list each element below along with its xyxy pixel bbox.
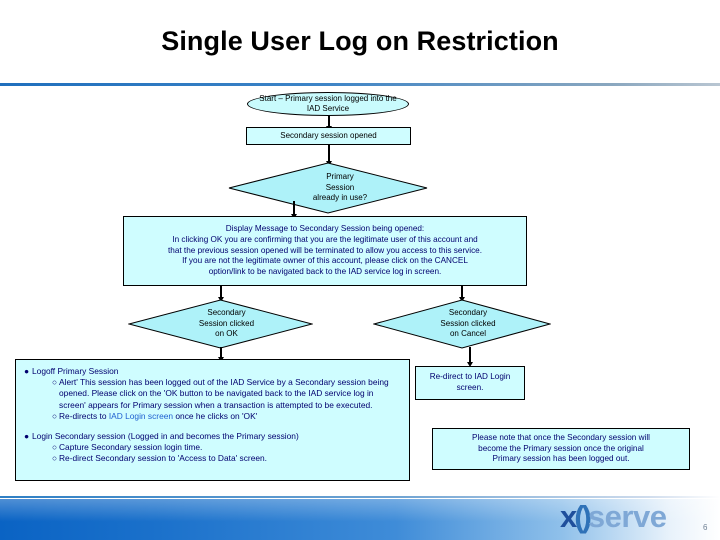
- footer-divider: [0, 496, 720, 498]
- title-divider: [0, 83, 720, 86]
- outcome-subbullet-2-prefix: Re-directs to: [59, 410, 109, 421]
- display-message-box: Display Message to Secondary Session bei…: [123, 216, 527, 286]
- outcome-ok-box: ● Logoff Primary Session ○ Alert' This s…: [15, 359, 410, 481]
- logo-bracket-mark: (): [574, 498, 592, 534]
- sub-bullet-marker-icon: ○: [52, 377, 58, 387]
- bullet-marker-icon: ●: [24, 366, 30, 376]
- message-line-2: In clicking OK you are confirming that y…: [172, 234, 478, 244]
- page-title: Single User Log on Restriction: [161, 26, 559, 56]
- logo-serve-text: serve: [587, 498, 667, 534]
- note-line-1: Please note that once the Secondary sess…: [472, 432, 650, 442]
- diamond-shape-icon: [373, 299, 551, 349]
- note-line-3: Primary session has been logged out.: [492, 454, 630, 464]
- xoserve-logo: x () serve: [560, 498, 696, 534]
- sub-bullet-marker-icon: ○: [52, 453, 58, 464]
- flow-start-label: Start – Primary session logged into the …: [259, 94, 397, 113]
- decision-secondary-clicked-cancel: Secondary Session clicked on Cancel: [373, 299, 551, 349]
- sub-bullet-marker-icon: ○: [52, 410, 58, 421]
- decision-primary-in-use: Primary Session already in use?: [228, 162, 428, 214]
- outcome-bullet-1: ● Logoff Primary Session: [24, 366, 401, 376]
- outcome-subbullet-3: ○ Capture Secondary session login time.: [52, 442, 401, 453]
- sub-bullet-marker-icon: ○: [52, 442, 58, 452]
- outcome-cancel-line2: screen.: [456, 383, 484, 392]
- outcome-bullet-1-label: Logoff Primary Session: [32, 366, 119, 376]
- outcome-cancel-box: Re-direct to IAD Login screen.: [415, 366, 525, 400]
- outcome-bullet-2-label: Login Secondary session (Logged in and b…: [32, 431, 299, 441]
- outcome-subbullet-4-label: Re-direct Secondary session to 'Access t…: [59, 453, 268, 464]
- flow-secondary-opened-box: Secondary session opened: [246, 127, 411, 145]
- outcome-subbullet-4: ○ Re-direct Secondary session to 'Access…: [52, 453, 401, 464]
- bullet-spacer: [24, 422, 401, 431]
- note-box: Please note that once the Secondary sess…: [432, 428, 690, 470]
- note-line-2: become the Primary session once the orig…: [478, 443, 644, 453]
- flow-start-terminator: Start – Primary session logged into the …: [247, 92, 409, 116]
- outcome-cancel-line1: Re-direct to IAD Login: [429, 372, 511, 382]
- outcome-bullet-2: ● Login Secondary session (Logged in and…: [24, 431, 401, 441]
- message-line-4: If you are not the legitimate owner of t…: [182, 256, 468, 266]
- outcome-subbullet-3-label: Capture Secondary session login time.: [59, 442, 203, 452]
- outcome-subbullet-1: ○ Alert' This session has been logged ou…: [52, 377, 401, 411]
- bullet-marker-icon: ●: [24, 431, 30, 441]
- page-number: 6: [703, 523, 708, 532]
- message-line-5: option/link to be navigated back to the …: [208, 267, 442, 277]
- diamond-shape-icon: [228, 162, 428, 214]
- message-line-3: that the previous session opened will be…: [167, 245, 483, 255]
- outcome-subbullet-1-label: Alert' This session has been logged out …: [59, 377, 389, 410]
- decision-secondary-clicked-ok: Secondary Session clicked on OK: [128, 299, 313, 349]
- outcome-subbullet-2-suffix: once he clicks on 'OK': [173, 410, 258, 421]
- iad-login-screen-link[interactable]: IAD Login screen: [108, 410, 174, 421]
- outcome-subbullet-2: ○ Re-directs to IAD Login screen once he…: [52, 411, 401, 422]
- footer-bar: [0, 499, 720, 540]
- flow-secondary-opened-label: Secondary session opened: [280, 131, 377, 140]
- message-line-1: Display Message to Secondary Session bei…: [225, 223, 425, 233]
- logo-x-mark: x: [560, 498, 577, 534]
- diamond-shape-icon: [128, 299, 313, 349]
- outcome-subbullet-2-text: Re-directs to IAD Login screen once he c…: [59, 411, 257, 422]
